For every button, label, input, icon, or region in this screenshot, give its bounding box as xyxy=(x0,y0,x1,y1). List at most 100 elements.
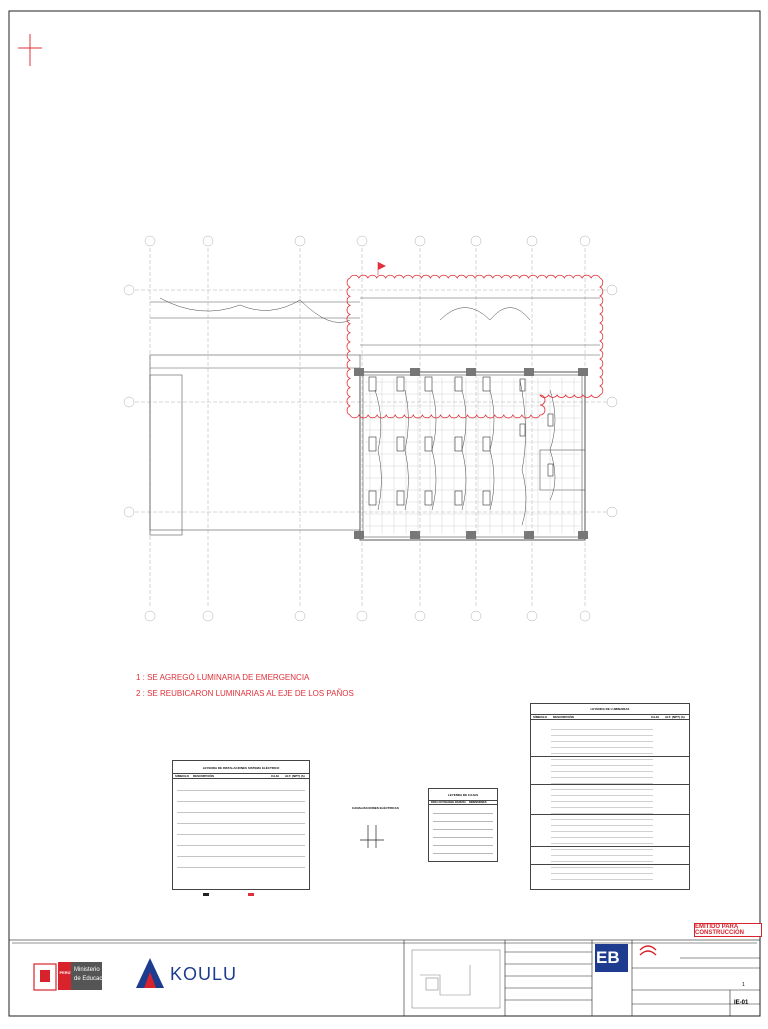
title-block xyxy=(8,939,761,1017)
legend-boxes: LEYENDA DE CAJAS PARA OCTOGONAL RANURA D… xyxy=(428,788,498,862)
legend-electrical-col-symbol: SÍMBOLO xyxy=(175,774,189,778)
eb-logo-background xyxy=(595,944,628,972)
luminaire xyxy=(368,376,377,392)
column xyxy=(410,368,420,376)
column xyxy=(354,368,364,376)
legend-luminaires-divider-3 xyxy=(531,814,689,815)
conductors-title: CANALIZACIONES ELÉCTRICAS xyxy=(352,806,399,810)
grid-bubble xyxy=(294,235,306,247)
legend-electrical-col-description: DESCRIPCIÓN xyxy=(193,774,214,778)
eb-label: EB xyxy=(596,948,620,967)
revision-cloud xyxy=(346,274,604,419)
legend-luminaires-header: SÍMBOLO DESCRIPCIÓN CAJA ALT. (NPT) (h) xyxy=(531,714,689,720)
legend-electrical-header: SÍMBOLO DESCRIPCIÓN CAJA ALT. (NPT) (h) xyxy=(173,773,309,779)
legend-luminaires: LEYENDA DE LUMINARIAS SÍMBOLO DESCRIPCIÓ… xyxy=(530,703,690,890)
grid-bubble xyxy=(470,610,482,622)
grid-bubble xyxy=(606,506,618,518)
revision-flag xyxy=(377,262,386,275)
grid-bubble xyxy=(202,610,214,622)
legend-boxes-title: LEYENDA DE CAJAS xyxy=(447,793,479,797)
registration-mark xyxy=(18,34,42,66)
building-outline xyxy=(149,297,600,541)
peru-shield-logo xyxy=(33,963,57,991)
structural-columns xyxy=(354,368,588,539)
luminaire xyxy=(424,436,433,452)
legend-luminaires-col-height: ALT. (NPT) (h) xyxy=(665,715,685,719)
revision-note-1: 1 : SE AGREGÓ LUMINARIA DE EMERGENCIA xyxy=(136,673,310,682)
luminaire xyxy=(482,376,491,392)
grid-bubble xyxy=(526,610,538,622)
grid-bubble xyxy=(123,506,135,518)
column xyxy=(354,531,364,539)
luminaire xyxy=(519,423,526,437)
grid-bubble xyxy=(356,235,368,247)
grid-bubble xyxy=(414,610,426,622)
koulu-logo-mark xyxy=(136,958,164,988)
luminaire xyxy=(424,376,433,392)
grid-bubble xyxy=(356,610,368,622)
legend-electrical-title: LEYENDA DE INSTALACIONES SISTEMA ELÉCTRI… xyxy=(202,766,280,770)
grid-bubble xyxy=(123,284,135,296)
legend-luminaires-col-box: CAJA xyxy=(651,715,660,719)
legend-electrical-rows xyxy=(177,785,305,873)
legend-electrical: LEYENDA DE INSTALACIONES SISTEMA ELÉCTRI… xyxy=(172,760,310,896)
koulu-label: KOULU xyxy=(170,964,238,984)
grid-bubble xyxy=(579,610,591,622)
legend-boxes-col-1: PARA OCTOGONAL xyxy=(431,801,455,804)
luminaire xyxy=(454,436,463,452)
circuit-wiring xyxy=(159,297,556,526)
luminaire xyxy=(547,413,554,427)
legend-luminaires-title: LEYENDA DE LUMINARIAS xyxy=(590,707,630,711)
luminaire xyxy=(424,490,433,506)
ceiling-grid xyxy=(365,378,580,534)
legend-luminaires-divider-2 xyxy=(531,784,689,785)
column xyxy=(410,531,420,539)
luminaire xyxy=(482,436,491,452)
luminaire xyxy=(482,490,491,506)
column xyxy=(578,531,588,539)
luminaire xyxy=(454,490,463,506)
revision-number: 1 xyxy=(742,982,745,988)
grid-bubble xyxy=(606,284,618,296)
sheet-code: IE-01 xyxy=(734,1000,749,1006)
grid-bubble xyxy=(202,235,214,247)
luminaire xyxy=(519,378,526,392)
ministry-label-2: de Educación xyxy=(74,976,111,982)
legend-electrical-key xyxy=(203,883,283,896)
legend-boxes-col-3: DIMENSIONES xyxy=(469,801,487,804)
ministry-label-1: Ministerio xyxy=(74,967,100,973)
luminaire xyxy=(396,376,405,392)
grid-bubble xyxy=(579,235,591,247)
legend-boxes-header: PARA OCTOGONAL RANURA DIMENSIONES xyxy=(429,800,497,805)
peru-band xyxy=(58,962,71,990)
legend-luminaires-divider-4 xyxy=(531,846,689,847)
grid-bubble xyxy=(123,396,135,408)
legend-luminaires-col-symbol: SÍMBOLO xyxy=(533,715,547,719)
legend-luminaires-col-description: DESCRIPCIÓN xyxy=(553,715,574,719)
luminaire xyxy=(547,463,554,477)
luminaire xyxy=(454,376,463,392)
legend-electrical-col-box: CAJA xyxy=(271,774,280,778)
emitido-stamp: EMITIDO PARA CONSTRUCCIÓN xyxy=(694,923,762,937)
column xyxy=(524,531,534,539)
legend-luminaires-dividers xyxy=(531,756,689,757)
luminaire xyxy=(368,490,377,506)
grid-bubble xyxy=(470,235,482,247)
grid-bubble xyxy=(144,610,156,622)
column xyxy=(524,368,534,376)
grid-axes xyxy=(123,235,618,622)
luminaires xyxy=(368,376,554,506)
luminaire xyxy=(396,490,405,506)
column xyxy=(578,368,588,376)
column xyxy=(466,531,476,539)
column xyxy=(466,368,476,376)
legend-electrical-col-height: ALT. (NPT) (h) xyxy=(285,774,305,778)
legend-boxes-col-2: RANURA xyxy=(455,801,466,804)
legend-luminaires-divider-5 xyxy=(531,864,689,865)
grid-bubble xyxy=(144,235,156,247)
luminaire xyxy=(396,436,405,452)
grid-bubble xyxy=(294,610,306,622)
grid-bubble xyxy=(414,235,426,247)
peru-label: PERÚ xyxy=(59,970,71,975)
